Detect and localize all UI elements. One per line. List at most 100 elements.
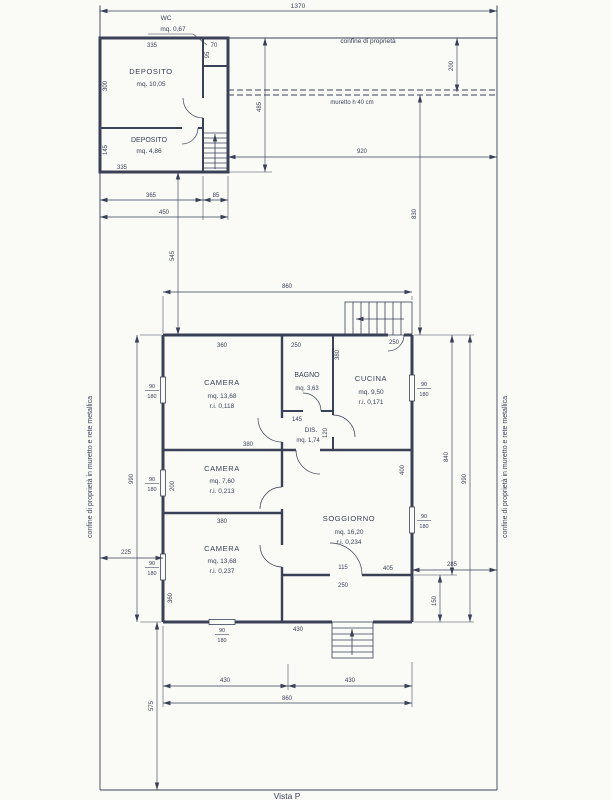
- camera3-height: 360: [168, 592, 174, 603]
- room-camera1: 360 CAMERA mq. 13,68 r.i. 0,118: [204, 343, 240, 410]
- stairs-north: [344, 301, 413, 336]
- muretto-label: muretto h 40 cm: [330, 100, 373, 106]
- camera3-ri: r.i. 0,237: [210, 568, 235, 575]
- property-boundary: confine di proprietà muretto h 40 cm con…: [87, 6, 509, 800]
- annex-dimensions: 365 85 450: [100, 176, 229, 220]
- dis-name: DIS.: [305, 427, 318, 434]
- window-w-label: 90: [149, 477, 155, 483]
- deposito-big-name: DEPOSITO: [129, 67, 172, 76]
- confine-top-label: confine di proprietà: [340, 38, 396, 45]
- cucina-name: CUCINA: [355, 374, 387, 383]
- front-door-height: 250: [338, 583, 349, 589]
- dim-860-bottom: 860: [282, 696, 293, 702]
- dim-285: 285: [447, 562, 458, 568]
- camera1-ri: r.i. 0,118: [210, 403, 235, 410]
- window-label-camera3: 90 180: [145, 561, 159, 577]
- wc-leader-2: [192, 33, 208, 46]
- annex-door-arc: [182, 97, 204, 119]
- annex-dim-left-h: 300: [103, 80, 109, 91]
- deposito-small-area: mq. 4,86: [136, 148, 162, 155]
- window-label-soggiorno: 90 180: [417, 514, 431, 530]
- dim-430-b: 430: [345, 678, 356, 684]
- annex-dim-wc-w: 70: [211, 43, 218, 49]
- dim-485: 485: [257, 101, 263, 112]
- deposito-door-arc: [181, 127, 199, 145]
- window-camera3: [160, 553, 166, 581]
- window-label-camera2: 90 180: [145, 477, 159, 493]
- camera1-name: CAMERA: [204, 378, 240, 387]
- bagno-name: BAGNO: [294, 372, 320, 379]
- front-door-width: 115: [338, 565, 348, 571]
- window-camera1: [160, 376, 166, 404]
- dim-545: 545: [170, 250, 176, 261]
- camera1-area: mq. 13,68: [208, 393, 237, 400]
- room-cucina: 380 250 CUCINA mq. 9,50 r.i. 0,171: [335, 340, 400, 406]
- window-camera3-south: [208, 619, 236, 625]
- soggiorno-name: SOGGIORNO: [323, 514, 376, 523]
- dim-85: 85: [213, 193, 220, 199]
- annex-dim-inner-bottom: 335: [117, 165, 128, 171]
- camera2-ri: r.i. 0,213: [210, 488, 235, 495]
- window-w-label: 90: [149, 384, 155, 390]
- dim-860-top: 860: [282, 284, 293, 290]
- confine-left-label: confine di proprietà in muretto e rete m…: [87, 396, 94, 538]
- dim-840: 840: [444, 451, 450, 462]
- room-soggiorno: 400 SOGGIORNO mq. 16,20 r.i. 0,234 405 1…: [323, 464, 406, 589]
- dim-830: 830: [412, 208, 418, 219]
- dim-575: 575: [149, 700, 155, 711]
- window-h-label: 180: [147, 487, 156, 493]
- window-w-label: 90: [149, 561, 155, 567]
- dim-430-near: 430: [293, 627, 304, 633]
- window-label-camera1: 90 180: [145, 384, 159, 400]
- room-dis: 145 DIS. mq. 1,74 120: [292, 417, 329, 444]
- camera2-height: 200: [170, 480, 176, 491]
- dim-365: 365: [146, 193, 157, 199]
- soggiorno-height: 400: [400, 464, 406, 475]
- annex-dim-small-h: 145: [103, 144, 109, 155]
- room-camera3: 380 CAMERA mq. 13,68 r.i. 0,237 360 430: [168, 519, 304, 633]
- wc-callout-area: mq. 0,67: [160, 26, 186, 33]
- wc-callout-name: WC: [161, 15, 172, 22]
- dis-height: 120: [323, 427, 329, 438]
- window-w-label: 90: [421, 514, 427, 520]
- window-cucina: [409, 374, 415, 402]
- dim-990-right: 990: [462, 473, 468, 484]
- cucina-ri: r.i. 0,171: [359, 399, 384, 406]
- room-camera2: 380 CAMERA mq. 7,60 r.i. 0,213 200: [170, 442, 254, 495]
- window-h-label: 180: [217, 638, 226, 644]
- dim-150: 150: [432, 595, 438, 606]
- window-h-label: 180: [147, 394, 156, 400]
- camera2-width: 380: [243, 442, 254, 448]
- annex-dim-inner-top: 335: [147, 43, 158, 49]
- camera2-area: mq. 7,60: [209, 478, 235, 485]
- annex-outer-wall: [98, 36, 230, 174]
- window-camera2: [160, 469, 166, 497]
- camera3-area: mq. 13,68: [208, 558, 237, 565]
- window-soggiorno: [409, 506, 415, 534]
- deposito-big-area: mq. 10,05: [137, 81, 166, 88]
- dim-920: 920: [357, 149, 368, 155]
- house-dimensions: 860 990 990 430 430 860: [129, 284, 474, 707]
- window-h-label: 180: [147, 571, 156, 577]
- camera1-width: 360: [217, 343, 228, 349]
- confine-right-label: confine di proprietà in muretto e rete m…: [502, 396, 509, 538]
- camera2-name: CAMERA: [204, 464, 240, 473]
- camera3-width: 380: [217, 519, 228, 525]
- dim-225: 225: [121, 550, 132, 556]
- dim-top-overall: 1370: [99, 3, 498, 17]
- annex-stairs: [203, 132, 228, 169]
- camera3-name: CAMERA: [204, 544, 240, 553]
- stairs-south: [331, 621, 374, 659]
- room-bagno: 250 BAGNO mq. 3,63: [291, 343, 320, 392]
- window-h-label: 180: [419, 524, 428, 530]
- window-w-label: 90: [219, 628, 225, 634]
- sheet-title-fragment: Vista P: [274, 791, 301, 800]
- window-label-camera3-south: 90 180: [215, 628, 229, 644]
- window-h-label: 180: [419, 392, 428, 398]
- annex-dim-wc-h: 95: [205, 51, 211, 58]
- site-dimensions: 485 200 920 830 545 225 285 840 150 575: [100, 38, 497, 790]
- window-w-label: 90: [421, 382, 427, 388]
- dim-200: 200: [449, 60, 455, 71]
